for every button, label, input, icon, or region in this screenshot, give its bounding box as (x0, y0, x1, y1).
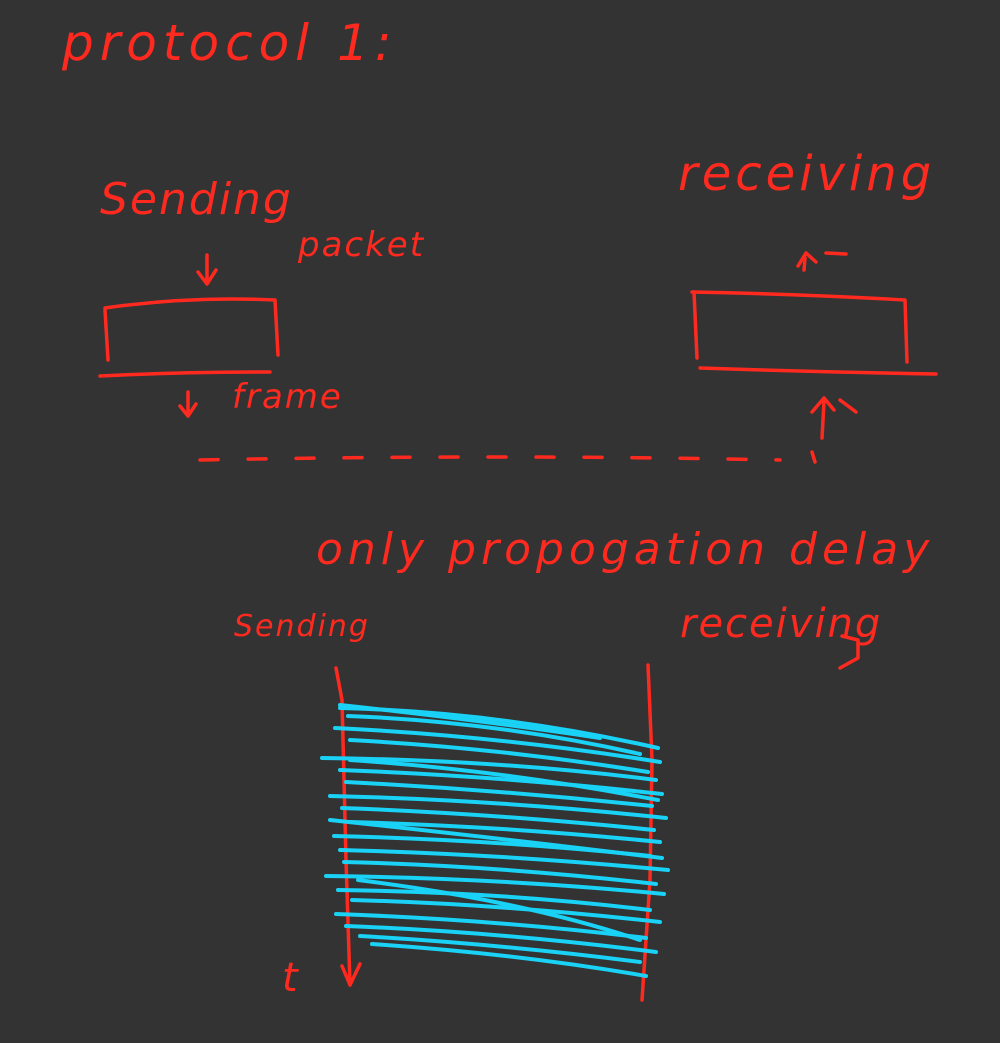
sender-box-base (98, 370, 272, 378)
receiving-label-top: receiving (678, 146, 936, 202)
sender-box (103, 297, 280, 362)
receiving-underline-bracket (838, 634, 860, 670)
frame-flood-scribble (320, 703, 670, 978)
frame-up-arrow (810, 396, 858, 440)
frame-label: frame (232, 377, 343, 417)
sending-label-bottom: Sending (234, 609, 370, 644)
sender-timeline (334, 666, 352, 987)
receiving-up-arrow (796, 251, 848, 272)
time-axis-label: t (282, 955, 300, 1001)
diagram-title: protocol 1: (62, 14, 398, 72)
receiver-box (690, 290, 909, 364)
frame-down-arrow (178, 390, 198, 418)
receiver-box-base (698, 366, 938, 376)
sending-label-top: Sending (100, 174, 293, 225)
receiving-label-bottom: receiving (680, 601, 883, 647)
packet-down-arrow (196, 253, 218, 286)
propagation-delay-note: only propogation delay (316, 524, 935, 575)
packet-label: packet (298, 225, 426, 265)
transfer-dashed-line (198, 450, 817, 464)
time-arrow-head (340, 962, 362, 987)
